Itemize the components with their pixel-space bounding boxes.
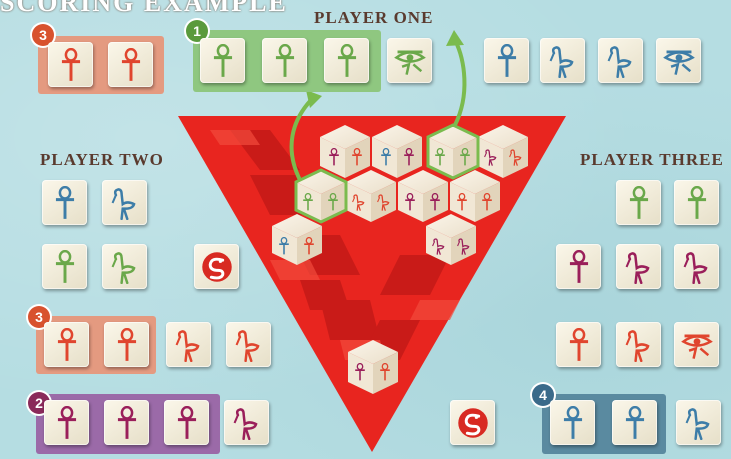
ankh-icon <box>556 406 590 440</box>
tile-purple-ibis <box>674 244 719 289</box>
tile-blue-ibis <box>676 400 721 445</box>
ibis-icon <box>622 250 656 284</box>
ibis-icon <box>108 250 142 284</box>
tile-purple-ankh <box>556 244 601 289</box>
tile-green-ankh <box>674 180 719 225</box>
tile-cobra <box>450 400 495 445</box>
tile-red-ankh <box>556 322 601 367</box>
tile-green-ankh <box>324 38 369 83</box>
cobra-icon <box>200 250 234 284</box>
ibis-icon <box>622 328 656 362</box>
tile-blue-eye <box>656 38 701 83</box>
tile-red-ankh <box>104 322 149 367</box>
ankh-icon <box>206 44 240 78</box>
tile-blue-ibis <box>102 180 147 225</box>
eye-of-horus-icon <box>393 44 427 78</box>
ibis-icon <box>230 406 264 440</box>
tile-blue-ibis <box>598 38 643 83</box>
ibis-icon <box>682 406 716 440</box>
player-one-heading: PLAYER ONE <box>314 8 433 28</box>
tile-purple-ankh <box>164 400 209 445</box>
eye-of-horus-icon <box>662 44 696 78</box>
ankh-icon <box>48 250 82 284</box>
ankh-icon <box>50 406 84 440</box>
tile-red-eye <box>674 322 719 367</box>
eye-of-horus-icon <box>680 328 714 362</box>
tile-purple-ibis <box>224 400 269 445</box>
tile-blue-ankh <box>550 400 595 445</box>
ankh-icon <box>54 48 88 82</box>
ankh-icon <box>562 250 596 284</box>
tile-blue-ankh <box>42 180 87 225</box>
ankh-icon <box>114 48 148 82</box>
tile-red-ibis <box>616 322 661 367</box>
tile-red-ankh <box>108 42 153 87</box>
ibis-icon <box>172 328 206 362</box>
tile-green-eye <box>387 38 432 83</box>
tile-green-ankh <box>200 38 245 83</box>
tile-purple-ankh <box>44 400 89 445</box>
tile-cobra <box>194 244 239 289</box>
tile-red-ankh <box>48 42 93 87</box>
tile-purple-ankh <box>104 400 149 445</box>
ibis-icon <box>546 44 580 78</box>
tile-purple-ibis <box>616 244 661 289</box>
tile-blue-ankh <box>484 38 529 83</box>
ankh-icon <box>110 406 144 440</box>
ankh-icon <box>110 328 144 362</box>
ibis-icon <box>680 250 714 284</box>
ibis-icon <box>232 328 266 362</box>
tile-green-ankh <box>262 38 307 83</box>
ankh-icon <box>330 44 364 78</box>
player-three-heading: PLAYER THREE <box>580 150 724 170</box>
ankh-icon <box>170 406 204 440</box>
ankh-icon <box>490 44 524 78</box>
ankh-icon <box>622 186 656 220</box>
tile-blue-ankh <box>612 400 657 445</box>
ankh-icon <box>562 328 596 362</box>
tile-green-ankh <box>616 180 661 225</box>
ankh-icon <box>680 186 714 220</box>
ankh-icon <box>48 186 82 220</box>
ankh-icon <box>50 328 84 362</box>
ibis-icon <box>604 44 638 78</box>
ankh-icon <box>618 406 652 440</box>
tile-red-ankh <box>44 322 89 367</box>
cobra-icon <box>456 406 490 440</box>
tile-green-ibis <box>102 244 147 289</box>
tile-red-ibis <box>226 322 271 367</box>
move-arrow-right <box>455 40 464 125</box>
ankh-icon <box>268 44 302 78</box>
ibis-icon <box>108 186 142 220</box>
tile-blue-ibis <box>540 38 585 83</box>
tile-green-ankh <box>42 244 87 289</box>
player-two-heading: PLAYER TWO <box>40 150 164 170</box>
tile-red-ibis <box>166 322 211 367</box>
